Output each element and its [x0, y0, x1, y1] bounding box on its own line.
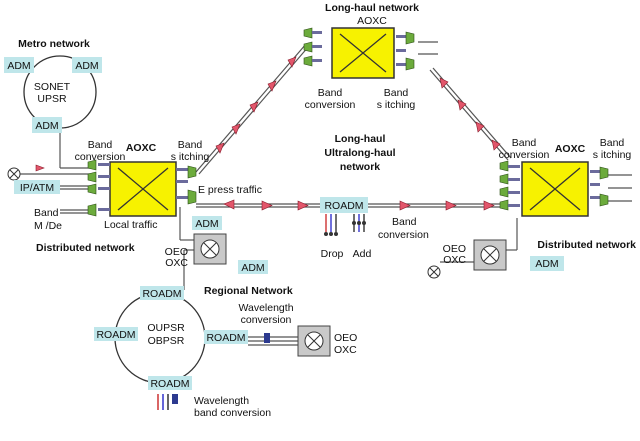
add-label: Add	[353, 248, 372, 260]
metro-network-title: Metro network	[18, 38, 90, 50]
long-haul-mid-title-1: Long-haul	[335, 133, 386, 145]
band-switching-top-2: s itching	[377, 99, 416, 111]
oxc-left-switch-x	[203, 242, 217, 256]
wavelength-band-conversion-icon	[157, 394, 178, 410]
oeo-right-label: OEO	[443, 243, 466, 255]
band-conversion-left-1: Band	[88, 139, 113, 151]
band-ports-left	[87, 159, 97, 217]
roadm-regional-bottom-label: ROADM	[150, 378, 189, 390]
adm-node-distributed-left-top[interactable]	[192, 216, 222, 230]
wavelength-conversion-1: Wavelength	[238, 302, 293, 314]
adm-node-top-right[interactable]	[72, 57, 102, 73]
obpsr-label: OBPSR	[148, 335, 185, 347]
long-haul-mid-title-3: network	[340, 161, 380, 173]
amplifiers	[35, 56, 501, 211]
express-traffic-label: E press traffic	[198, 184, 262, 196]
band-switching-top-1: Band	[384, 87, 409, 99]
aoxc-left-cross-icon	[117, 167, 169, 211]
band-switching-right-1: Band	[600, 137, 625, 149]
band-mde-label-2: M /De	[34, 220, 62, 232]
oeo-left-label: OEO	[165, 246, 188, 258]
distributed-network-left-title: Distributed network	[36, 242, 135, 254]
long-haul-network-title: Long-haul network	[325, 2, 419, 14]
band-conversion-right-2: conversion	[499, 149, 550, 161]
oxc-regional-switch-x	[307, 334, 321, 348]
band-switching-right-2: s itching	[593, 149, 632, 161]
roadm-regional-top-label: ROADM	[142, 288, 181, 300]
band-conversion-top-1: Band	[318, 87, 343, 99]
oxc-right-switch-x	[483, 248, 497, 262]
long-haul-mid-title-2: Ultralong-haul	[324, 147, 395, 159]
drop-label: Drop	[321, 248, 344, 260]
band-switching-left-1: Band	[178, 139, 203, 151]
aoxc-left-title: AOXC	[126, 142, 157, 154]
roadm-regional-top[interactable]	[140, 286, 184, 300]
roadm-regional-bottom[interactable]	[148, 376, 192, 390]
lambda-source-right-x	[429, 267, 439, 277]
band-conversion-top-2: conversion	[305, 99, 356, 111]
roadm-regional-left[interactable]	[94, 327, 138, 341]
aoxc-top-cross-icon	[339, 33, 387, 73]
oxc-right-label: OXC	[443, 254, 466, 266]
regional-network-title: Regional Network	[204, 285, 293, 297]
band-conversion-right-1: Band	[512, 137, 537, 149]
wavelength-converter-icon	[264, 333, 270, 343]
oeo-regional-label: OEO	[334, 332, 357, 344]
aoxc-right-title: AOXC	[555, 143, 586, 155]
band-conversion-left-2: conversion	[75, 151, 126, 163]
adm-node-distributed-left-label: ADM	[241, 262, 264, 274]
upsr-label: UPSR	[37, 93, 67, 105]
roadm-regional-right-label: ROADM	[206, 332, 245, 344]
oxc-regional-label: OXC	[334, 344, 357, 356]
band-conversion-mid-2: conversion	[378, 229, 429, 241]
band-switching-left-2: s itching	[171, 151, 210, 163]
ip-atm-label: IP/ATM	[20, 182, 54, 194]
adm-node-distributed-left-top-label: ADM	[195, 218, 218, 230]
lambda-source-x	[9, 169, 19, 179]
adm-node-top-left-label: ADM	[7, 60, 30, 72]
aoxc-right-ports	[499, 160, 609, 211]
roadm-center-node[interactable]	[320, 197, 368, 213]
ip-atm-node[interactable]	[14, 180, 60, 194]
oupsr-label: OUPSR	[147, 322, 185, 334]
adm-node-bottom-label: ADM	[35, 120, 58, 132]
wavelength-band-conversion-1: Wavelength	[194, 395, 249, 407]
band-mde-label-1: Band	[34, 207, 59, 219]
aoxc-top-title: AOXC	[357, 15, 387, 27]
band-conversion-mid-1: Band	[392, 216, 417, 228]
drop-add-icons	[324, 214, 366, 236]
adm-node-distributed-left[interactable]	[238, 260, 268, 274]
wavelength-band-conversion-2: band conversion	[194, 407, 271, 419]
roadm-regional-right[interactable]	[204, 330, 248, 344]
wavelength-conversion-2: conversion	[241, 314, 292, 326]
roadm-center-label: ROADM	[324, 200, 363, 212]
aoxc-top-ports	[303, 27, 415, 71]
adm-node-top-right-label: ADM	[75, 60, 98, 72]
adm-node-bottom[interactable]	[32, 117, 62, 133]
local-traffic-label: Local traffic	[104, 219, 158, 231]
distributed-network-right-title: Distributed network	[537, 239, 636, 251]
sonet-label: SONET	[34, 81, 71, 93]
adm-node-distributed-right[interactable]	[530, 256, 564, 271]
adm-node-top-left[interactable]	[4, 57, 34, 73]
adm-node-distributed-right-label: ADM	[535, 258, 558, 270]
aoxc-left-io-bars	[98, 163, 197, 211]
aoxc-right-cross-icon	[529, 167, 581, 211]
roadm-regional-left-label: ROADM	[96, 329, 135, 341]
oxc-left-label: OXC	[165, 257, 188, 269]
